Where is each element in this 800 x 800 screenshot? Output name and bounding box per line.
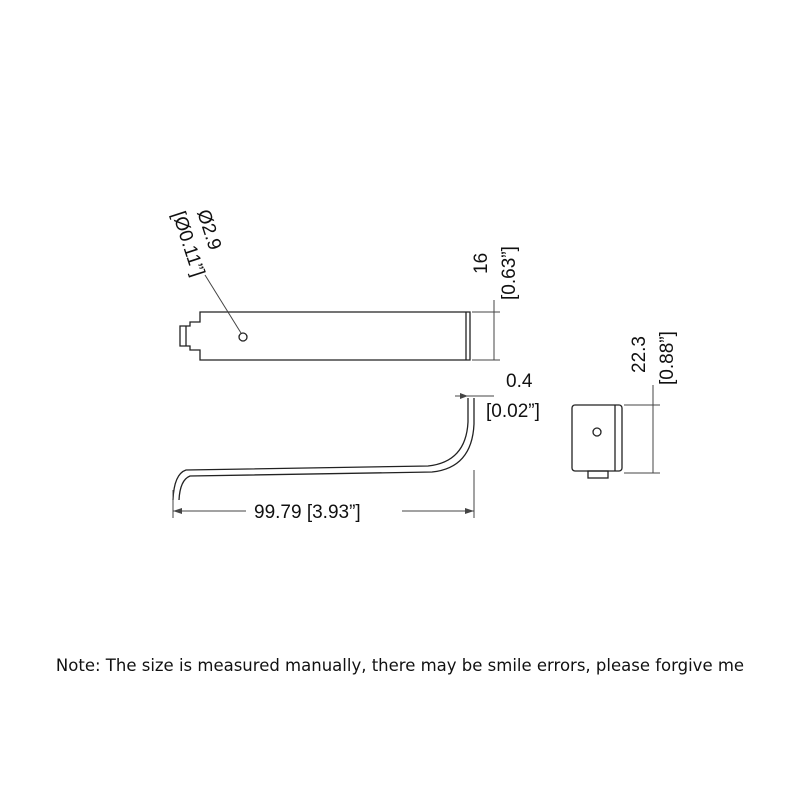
height-label: 16 [0.63”] xyxy=(471,246,520,300)
height-dimension xyxy=(472,300,500,361)
thickness-dimension xyxy=(455,393,494,399)
end-height-label: 22.3 [0.88”] xyxy=(629,331,678,385)
hole-diameter-label: Ø2.9 [Ø0.11”] xyxy=(168,207,225,279)
bracket-end-view xyxy=(571,404,623,479)
hole-leader-line xyxy=(204,274,242,334)
length-label: 99.79 [3.93”] xyxy=(254,502,361,523)
footnote: Note: The size is measured manually, the… xyxy=(55,656,745,675)
mounting-hole xyxy=(238,332,248,342)
length-dimension xyxy=(172,470,475,518)
bracket-side-profile xyxy=(172,398,475,501)
svg-text:[0.63”]: [0.63”] xyxy=(499,246,520,300)
thickness-in-label: [0.02”] xyxy=(486,401,540,422)
end-view-hole xyxy=(592,427,602,437)
thickness-mm-label: 0.4 xyxy=(506,371,533,392)
end-height-dimension xyxy=(624,385,660,474)
svg-text:22.3: 22.3 xyxy=(629,336,650,373)
svg-text:[0.88”]: [0.88”] xyxy=(657,331,678,385)
svg-text:16: 16 xyxy=(471,253,492,274)
bracket-top-view xyxy=(179,311,471,361)
